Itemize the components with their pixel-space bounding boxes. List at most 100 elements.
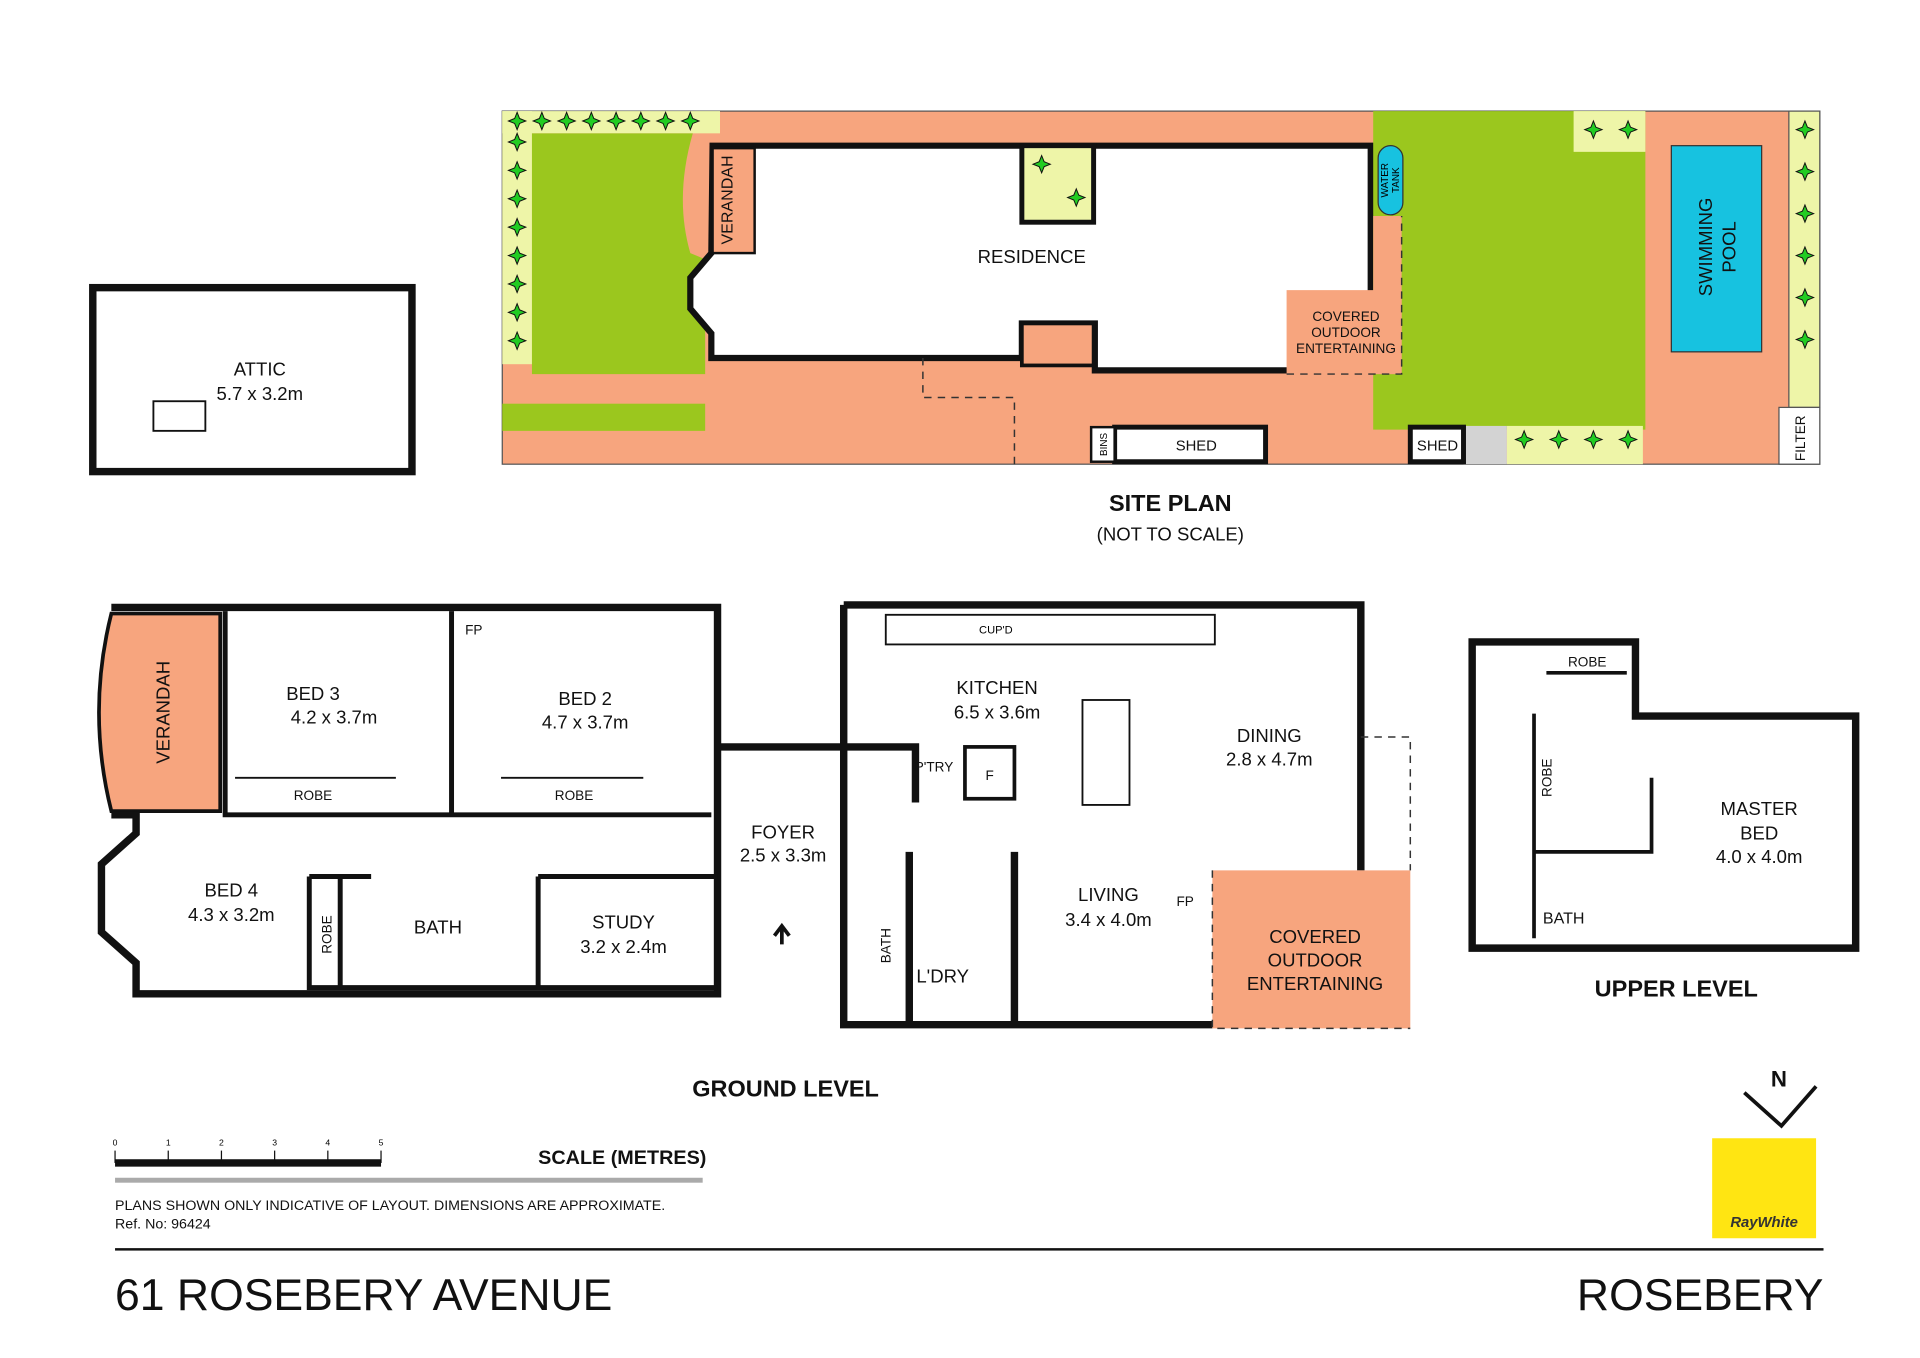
fireplace-label: FP xyxy=(465,623,482,638)
bed3-label: BED 3 xyxy=(286,683,340,704)
attic-plan: ATTIC 5.7 x 3.2m xyxy=(89,283,416,476)
site-plan: VERANDAH RESIDENCE COVERED OUTDOOR ENTER… xyxy=(501,110,1821,545)
plant-icon xyxy=(1794,245,1815,266)
plant-icon xyxy=(1794,287,1815,308)
study-size: 3.2 x 2.4m xyxy=(580,936,667,957)
bath2-label: BATH xyxy=(879,928,894,963)
covered-1: COVERED xyxy=(1269,926,1361,947)
rear-shed-label: SHED xyxy=(1417,439,1458,455)
ground-level-plan: VERANDAH F CUP'D P'TRY BED 3 4.2 x 3.7m … xyxy=(97,601,1412,1101)
pool-label-2: POOL xyxy=(1719,221,1740,272)
plant-icon xyxy=(507,111,528,131)
plant-icon xyxy=(1794,203,1815,224)
front-lawn xyxy=(531,133,706,375)
plant-icon xyxy=(680,111,701,131)
plant-icon xyxy=(556,111,577,131)
bed4-size: 4.3 x 3.2m xyxy=(188,904,275,925)
scale-tick-label: 0 xyxy=(113,1138,118,1148)
kitchen-island xyxy=(1081,699,1131,806)
filter-label: FILTER xyxy=(1793,415,1808,461)
plant-icon xyxy=(1618,119,1639,140)
water-tank xyxy=(1377,145,1404,216)
cupboard-label: CUP'D xyxy=(979,624,1013,636)
living-fireplace-label: FP xyxy=(1176,894,1193,909)
bed2-robe-label: ROBE xyxy=(555,788,594,803)
laundry-label: L'DRY xyxy=(916,966,969,987)
address: 61 ROSEBERY AVENUE xyxy=(115,1271,612,1320)
plant-icon xyxy=(1794,329,1815,350)
scale-tick-label: 2 xyxy=(219,1138,224,1148)
divider xyxy=(115,1248,1824,1251)
plant-icon xyxy=(1794,161,1815,182)
fridge-label: F xyxy=(986,768,994,783)
site-verandah-label: VERANDAH xyxy=(718,155,736,244)
site-plan-title: SITE PLAN xyxy=(1109,490,1232,516)
verandah-label: VERANDAH xyxy=(152,661,173,764)
bath-label: BATH xyxy=(414,916,462,937)
site-plan-subtitle: (NOT TO SCALE) xyxy=(1097,524,1244,545)
attic-label: ATTIC xyxy=(234,358,286,379)
living-size: 3.4 x 4.0m xyxy=(1065,909,1152,930)
upper-bath-label: BATH xyxy=(1543,909,1585,927)
plant-icon xyxy=(630,111,651,131)
water-tank-label-2: TANK xyxy=(1391,167,1402,193)
kitchen-label: KITCHEN xyxy=(956,677,1037,698)
plant-icon xyxy=(581,111,602,131)
site-covered-3: ENTERTAINING xyxy=(1296,341,1396,356)
water-tank-label-1: WATER xyxy=(1380,163,1391,198)
plant-icon xyxy=(507,245,528,266)
kitchen-size: 6.5 x 3.6m xyxy=(954,702,1041,723)
plant-icon xyxy=(507,132,528,152)
plant-icon xyxy=(655,111,676,131)
scale-tick-label: 4 xyxy=(325,1138,330,1148)
scale-tick-label: 1 xyxy=(166,1138,171,1148)
dining-size: 2.8 x 4.7m xyxy=(1226,748,1313,769)
plant-icon xyxy=(1583,429,1604,450)
shed xyxy=(1112,424,1269,465)
upper-robe2-label: ROBE xyxy=(1539,759,1554,797)
bins-label: BINS xyxy=(1099,433,1110,456)
plant-icons xyxy=(507,111,1815,450)
site-covered-2: OUTDOOR xyxy=(1311,325,1381,340)
suburb: ROSEBERY xyxy=(1577,1271,1824,1320)
plant-icon xyxy=(1514,429,1535,450)
ground-level-title: GROUND LEVEL xyxy=(692,1075,879,1101)
plant-icon xyxy=(531,111,552,131)
master-label-2: BED xyxy=(1740,823,1778,844)
plant-icon xyxy=(507,217,528,238)
entry-arrow-icon xyxy=(772,922,791,945)
logo-text: RayWhite xyxy=(1730,1215,1798,1231)
plant-icon xyxy=(1548,429,1569,450)
site-covered-1: COVERED xyxy=(1312,309,1379,324)
plant-icon xyxy=(1066,187,1087,208)
plant-icon xyxy=(507,302,528,323)
covered-3: ENTERTAINING xyxy=(1247,973,1383,994)
upper-robe-label: ROBE xyxy=(1568,655,1607,670)
shed-label: SHED xyxy=(1176,439,1217,455)
residence-label: RESIDENCE xyxy=(978,246,1086,267)
upper-level-plan: ROBE ROBE BATH MASTER BED 4.0 x 4.0m UPP… xyxy=(1468,638,1860,1001)
bed4-label: BED 4 xyxy=(205,879,259,900)
bed2-size: 4.7 x 3.7m xyxy=(542,711,629,732)
attic-hatch-icon xyxy=(152,400,207,432)
plant-icon xyxy=(507,160,528,181)
plant-icon xyxy=(507,330,528,351)
plant-icon xyxy=(1031,154,1052,175)
plant-icon xyxy=(507,273,528,294)
plant-icon xyxy=(1583,119,1604,140)
bed3-size: 4.2 x 3.7m xyxy=(291,706,378,727)
plant-icon xyxy=(507,188,528,209)
living-label: LIVING xyxy=(1078,884,1139,905)
filter xyxy=(1778,406,1821,465)
scale-label: SCALE (METRES) xyxy=(538,1147,706,1169)
rear-lawn xyxy=(1373,111,1646,430)
bed3-robe-label: ROBE xyxy=(294,788,333,803)
plant-icon xyxy=(1618,429,1639,450)
master-size: 4.0 x 4.0m xyxy=(1716,846,1803,867)
dining-label: DINING xyxy=(1237,725,1302,746)
north-arrow-icon: N xyxy=(1743,1066,1818,1129)
bed4-robe-label: ROBE xyxy=(320,915,335,953)
pool-label-1: SWIMMING xyxy=(1695,198,1716,297)
